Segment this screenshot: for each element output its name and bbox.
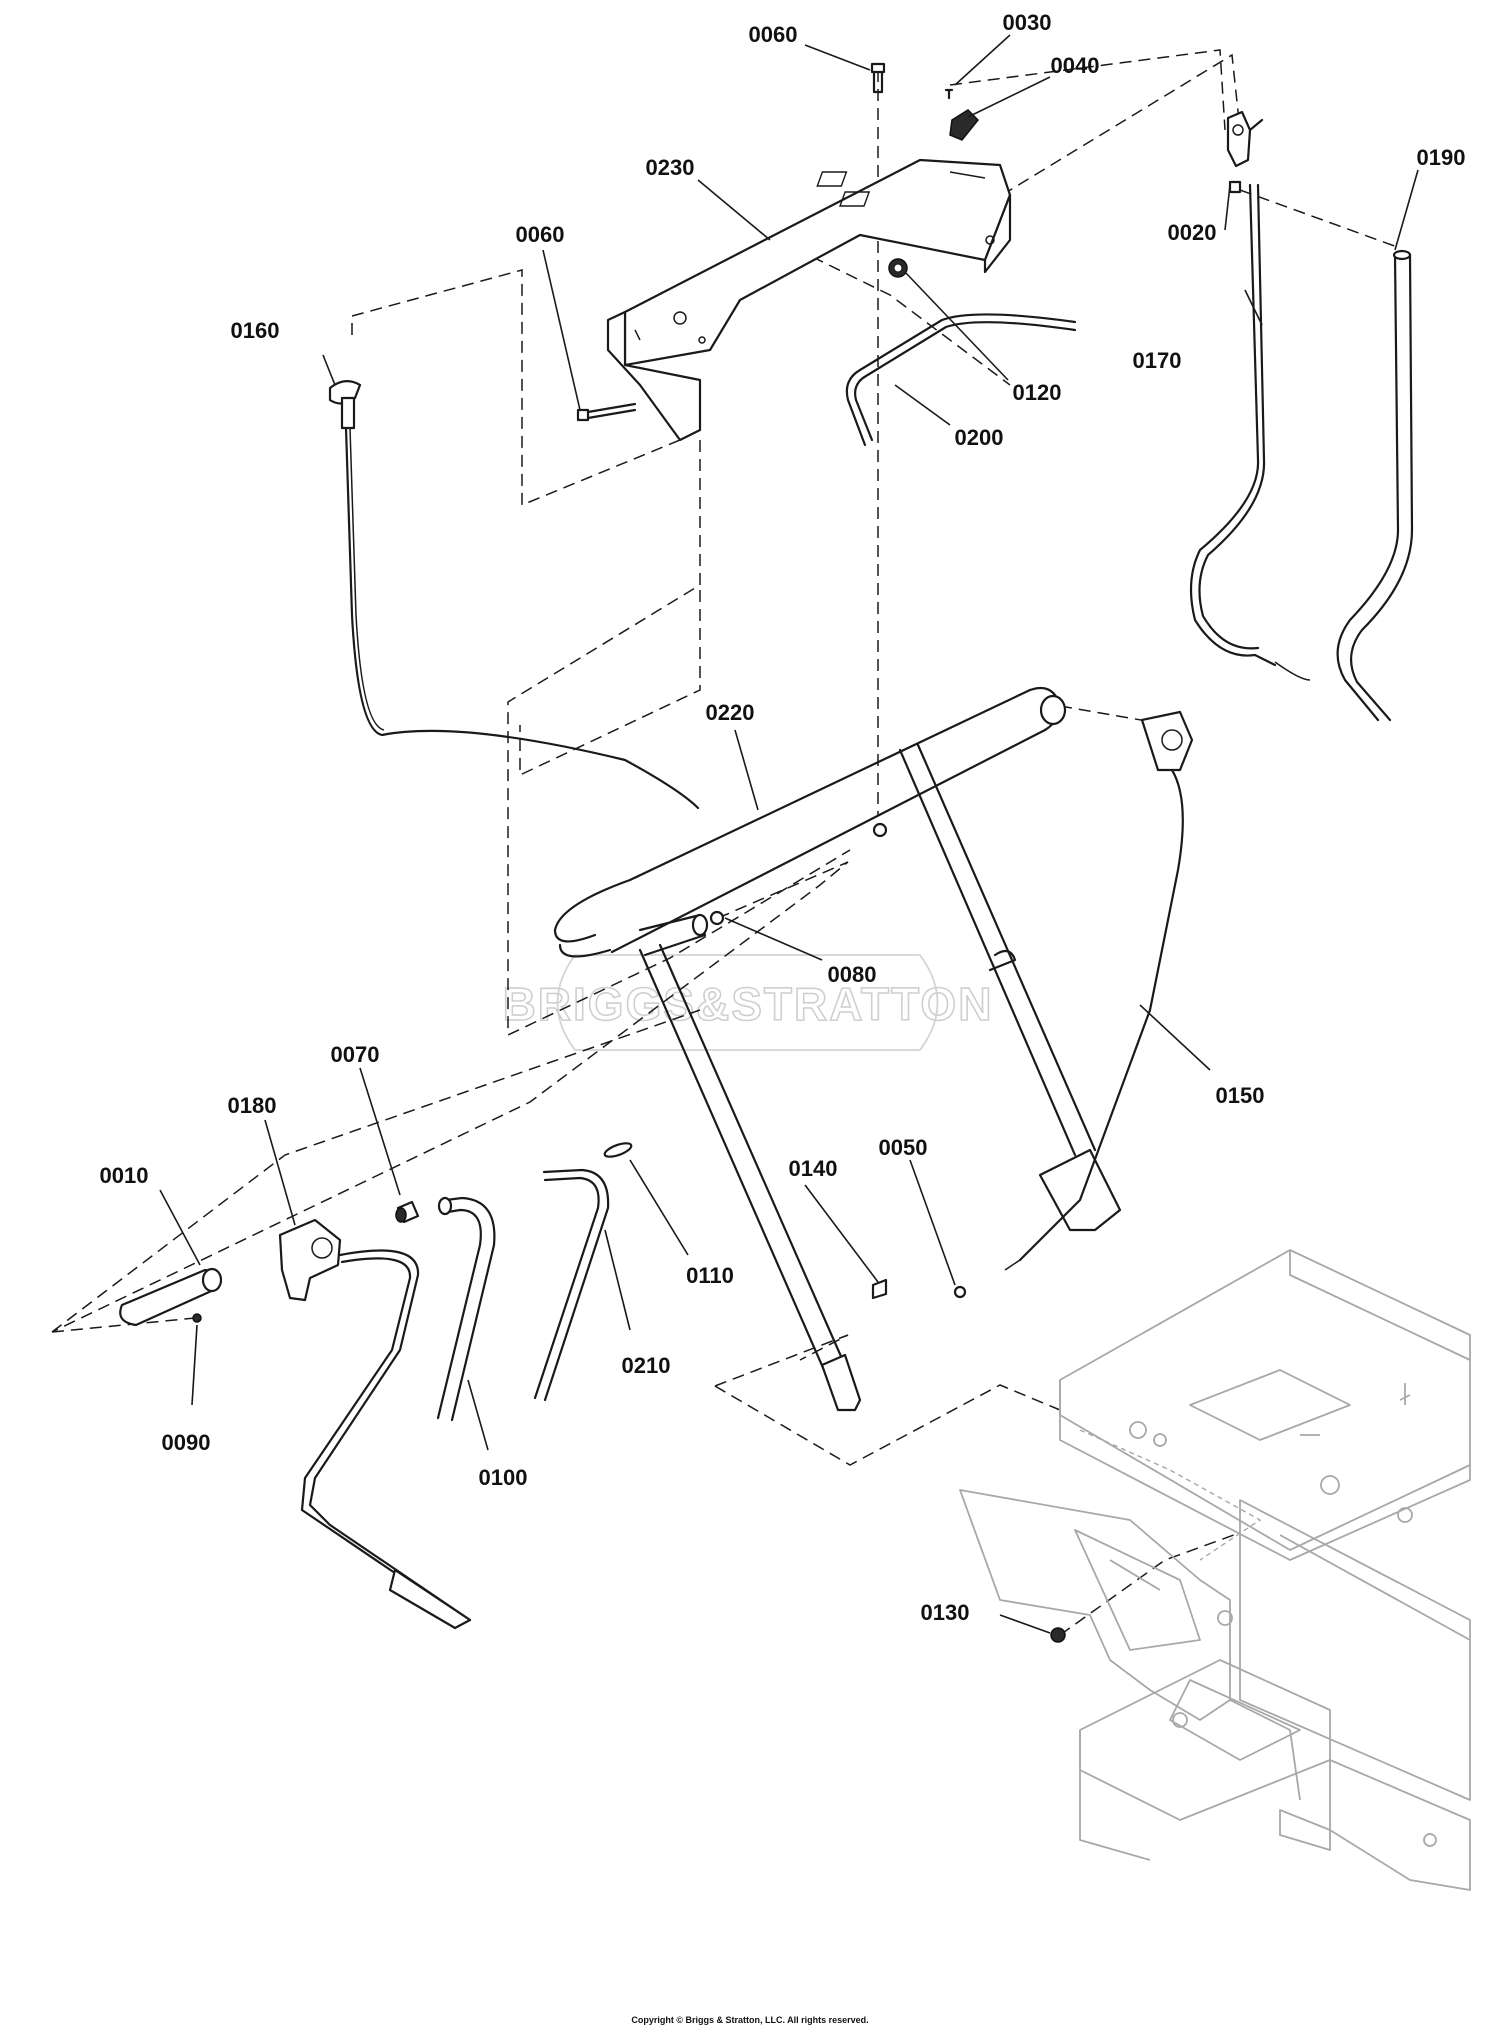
- callout-0140: 0140: [789, 1156, 838, 1181]
- bail-0210: [533, 1168, 610, 1402]
- callout-0050: 0050: [879, 1135, 928, 1160]
- mower-frame: [959, 1249, 1471, 1891]
- callout-0220: 0220: [706, 700, 755, 725]
- callout-0080: 0080: [828, 962, 877, 987]
- callout-0100: 0100: [479, 1465, 528, 1490]
- callout-0090: 0090: [162, 1430, 211, 1455]
- callout-0010: 0010: [100, 1163, 149, 1188]
- callout-0110: 0110: [686, 1263, 734, 1288]
- callout-0040: 0040: [1051, 53, 1100, 78]
- grip-0010: [119, 1267, 223, 1327]
- switch-housing-0180: [278, 1218, 342, 1302]
- screw-0050: [953, 1285, 967, 1299]
- callout-0020: 0020: [1168, 220, 1217, 245]
- callout-0060-left: 0060: [516, 222, 565, 247]
- cable-0160: [328, 380, 700, 810]
- callout-0060-top: 0060: [749, 22, 798, 47]
- callout-0070: 0070: [331, 1042, 380, 1067]
- clip-0110: [603, 1142, 633, 1158]
- cable-0150: [1004, 710, 1194, 1271]
- callout-labels: 0060 0030 0040 0230 0190 0060 0020 0160 …: [100, 10, 1466, 1625]
- callout-0200: 0200: [955, 425, 1004, 450]
- throttle-lever-0020: [1226, 110, 1264, 194]
- briggs-stratton-watermark: BRIGGS&STRATTON: [502, 954, 994, 1051]
- assembly-dashed-lines: [51, 49, 1401, 1636]
- knob-0040: [949, 109, 980, 141]
- watermark-text: BRIGGS&STRATTON: [503, 978, 994, 1030]
- nut-0130: [1050, 1627, 1066, 1643]
- callout-0120: 0120: [1013, 380, 1062, 405]
- callout-0210: 0210: [622, 1353, 671, 1378]
- callout-0160: 0160: [231, 318, 280, 343]
- grommet-0120: [888, 258, 908, 278]
- nut-0090: [192, 1313, 202, 1323]
- bolt-0060-top: [870, 62, 886, 94]
- callout-0030: 0030: [1003, 10, 1052, 35]
- bolt-0140: [871, 1278, 888, 1300]
- nut-0080: [709, 822, 888, 926]
- callout-0190: 0190: [1417, 145, 1466, 170]
- callout-0130: 0130: [921, 1600, 970, 1625]
- leader-lines: [159, 34, 1419, 1634]
- copyright-notice: Copyright © Briggs & Stratton, LLC. All …: [631, 2015, 869, 2025]
- bail-wire: [300, 1249, 472, 1630]
- rod-0200: [845, 313, 1077, 447]
- bail-0100: [436, 1196, 496, 1422]
- bolt-0060-left: [576, 402, 637, 422]
- callout-0180: 0180: [228, 1093, 277, 1118]
- handle-0220: [553, 686, 1122, 1412]
- cable-0170: [1189, 183, 1311, 681]
- tube-0190: [1336, 249, 1414, 722]
- screw-0030: [944, 88, 954, 100]
- plug-0070: [395, 1200, 420, 1224]
- callout-0150: 0150: [1216, 1083, 1265, 1108]
- control-panel-bracket: [606, 158, 1012, 442]
- callout-0170: 0170: [1133, 348, 1182, 373]
- callout-0230: 0230: [646, 155, 695, 180]
